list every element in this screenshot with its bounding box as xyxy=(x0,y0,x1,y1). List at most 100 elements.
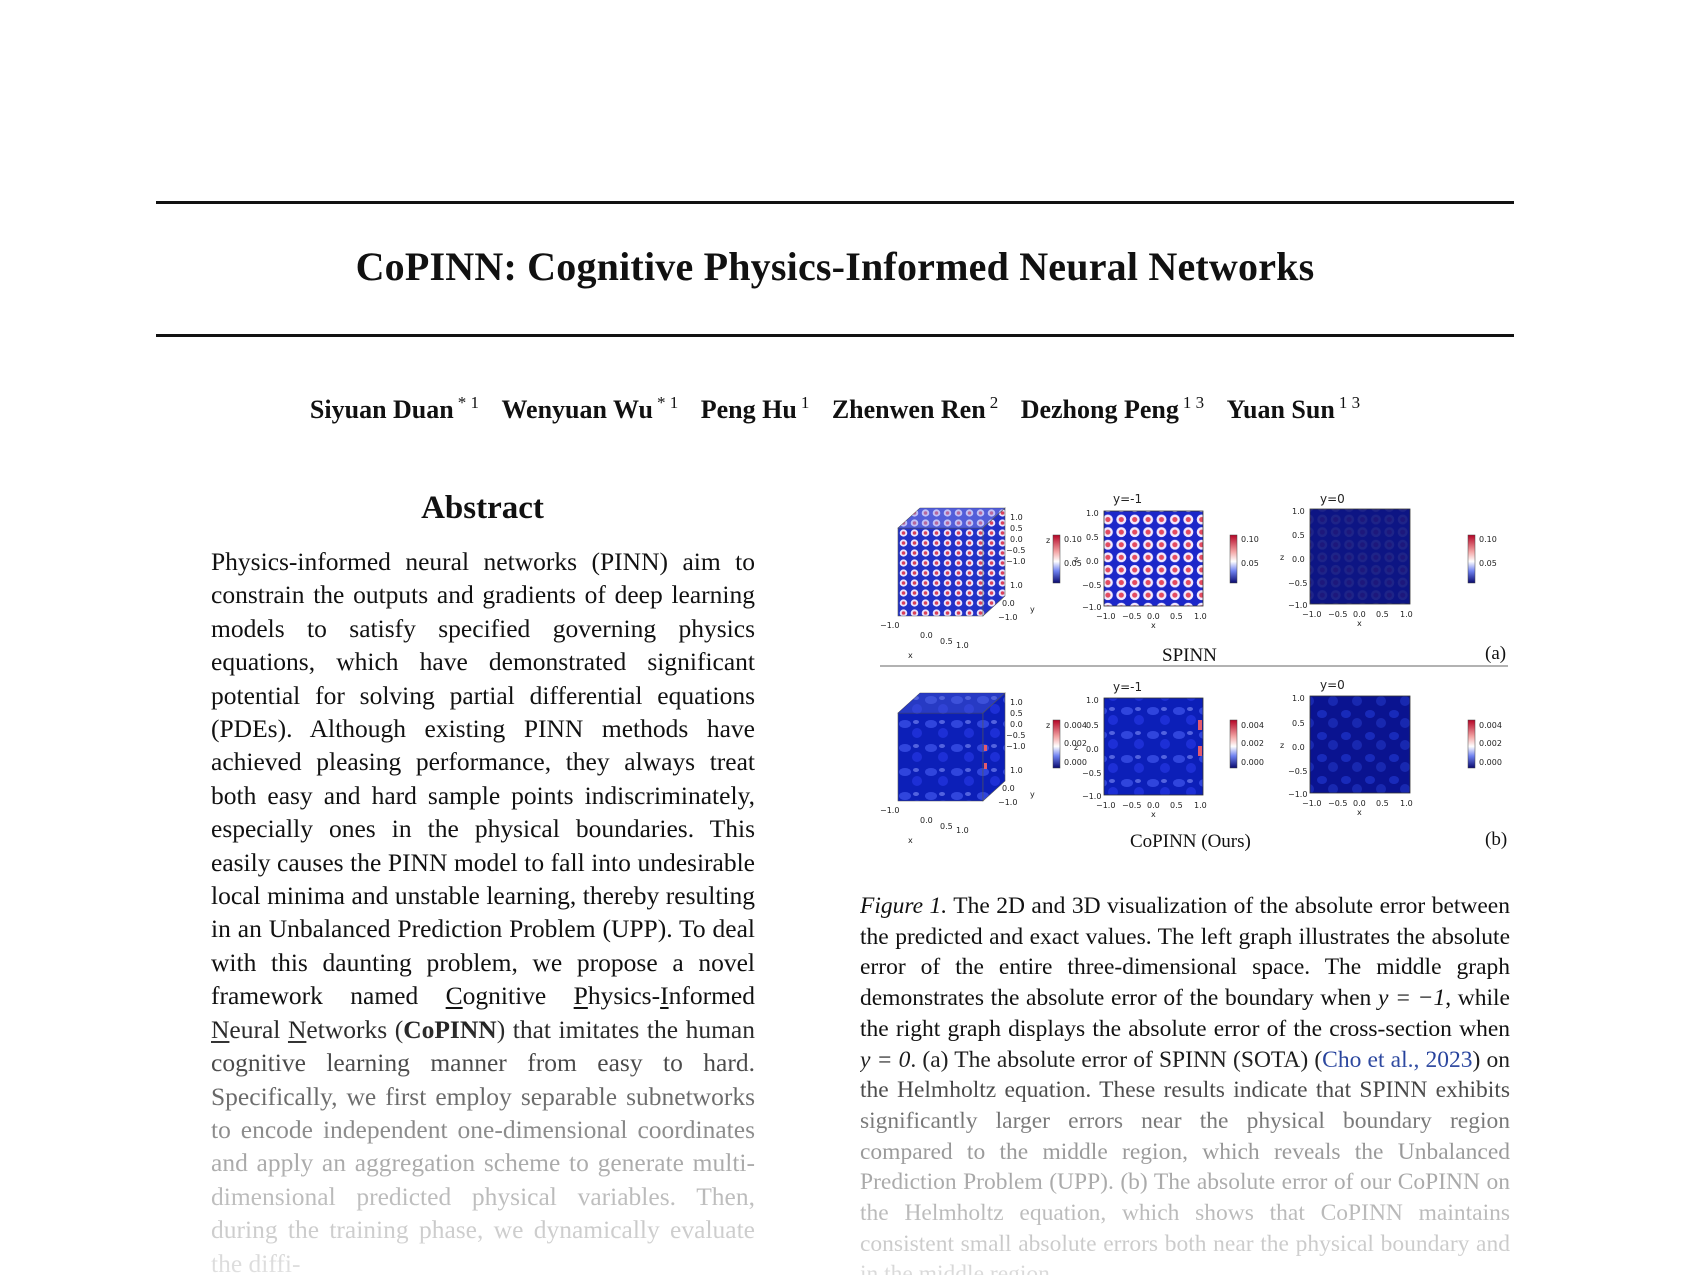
axis-tick-label: x xyxy=(1357,619,1362,628)
axis-tick-label: 0.5 xyxy=(940,637,953,646)
figure-1-graphic: 1.0 0.5 0.0 −0.5 −1.0 z −1.0 0.0 0.5 1.0… xyxy=(880,492,1508,845)
author: Wenyuan Wu* 1 xyxy=(501,394,678,424)
author-affiliation: * 1 xyxy=(457,393,479,412)
axis-tick-label: 0.0 xyxy=(1353,799,1366,808)
axis-tick-label: y xyxy=(1030,790,1035,799)
author: Siyuan Duan* 1 xyxy=(310,393,479,424)
axis-tick-label: 0.05 xyxy=(1479,559,1497,568)
author-name: Zhenwen Ren xyxy=(831,395,986,424)
axis-tick-label: 0.0 xyxy=(1292,555,1305,564)
author-name: Dezhong Peng xyxy=(1020,395,1179,424)
axis-tick-label: y=-1 xyxy=(1113,680,1142,694)
axis-tick-label: 0.0 xyxy=(1002,599,1015,608)
axis-tick-label: 1.0 xyxy=(1194,612,1207,621)
title-rule-top xyxy=(156,201,1514,204)
axis-tick-label: −1.0 xyxy=(880,621,899,630)
axis-tick-label: x xyxy=(1357,808,1362,817)
axis-tick-label: 0.10 xyxy=(1241,535,1259,544)
method-name: CoPINN xyxy=(403,1014,497,1044)
figure-1: 1.0 0.5 0.0 −0.5 −1.0 z −1.0 0.0 0.5 1.0… xyxy=(860,488,1510,860)
axis-tick-label: −1.0 xyxy=(1082,792,1101,801)
subfigure-label-a: (a) xyxy=(1485,643,1507,664)
axis-tick-label: 1.0 xyxy=(1194,801,1207,810)
axis-tick-label: −0.5 xyxy=(1328,799,1347,808)
axis-tick-label: 0.002 xyxy=(1064,739,1087,748)
axis-tick-label: 1.0 xyxy=(1010,513,1023,522)
axis-tick-label: 0.004 xyxy=(1479,721,1502,730)
axis-tick-label: y=-1 xyxy=(1113,492,1142,506)
axis-tick-label: 1.0 xyxy=(956,826,969,835)
axis-tick-label: y=0 xyxy=(1320,492,1345,506)
citation-link[interactable]: Cho et al., 2023 xyxy=(1322,1046,1473,1073)
axis-tick-label: 0.004 xyxy=(1064,721,1087,730)
author-affiliation: 1 3 xyxy=(1338,393,1361,412)
cube-plot-a: 1.0 0.5 0.0 −0.5 −1.0 z −1.0 0.0 0.5 1.0… xyxy=(880,507,1050,660)
axis-tick-label: −0.5 xyxy=(1082,769,1101,778)
axis-tick-label: −0.5 xyxy=(1006,546,1025,555)
axis-tick-label: 0.000 xyxy=(1241,758,1264,767)
axis-tick-label: −0.5 xyxy=(1288,767,1307,776)
axis-tick-label: z xyxy=(1280,741,1284,750)
axis-tick-label: 1.0 xyxy=(1010,581,1023,590)
axis-tick-label: 0.0 xyxy=(1010,535,1023,544)
axis-tick-label: −1.0 xyxy=(998,613,1017,622)
subfigure-label-b: (b) xyxy=(1485,829,1508,850)
axis-tick-label: 0.0 xyxy=(1086,557,1099,566)
axis-tick-label: 1.0 xyxy=(1400,610,1413,619)
axis-tick-label: −0.5 xyxy=(1082,581,1101,590)
abstract-heading: Abstract xyxy=(421,490,544,526)
axis-tick-label: 0.05 xyxy=(1064,559,1082,568)
axis-tick-label: 0.000 xyxy=(1479,758,1502,767)
axis-tick-label: −1.0 xyxy=(1302,799,1321,808)
axis-tick-label: 0.5 xyxy=(1292,719,1305,728)
axis-tick-label: 0.5 xyxy=(940,822,953,831)
axis-tick-label: 0.0 xyxy=(1010,720,1023,729)
axis-tick-label: 1.0 xyxy=(1086,696,1099,705)
axis-tick-label: −1.0 xyxy=(1288,601,1307,610)
axis-tick-label: −0.5 xyxy=(1328,610,1347,619)
axis-tick-label: −1.0 xyxy=(1302,610,1321,619)
axis-tick-label: x xyxy=(1151,621,1156,630)
axis-tick-label: z xyxy=(1046,536,1050,545)
axis-tick-label: 0.5 xyxy=(1010,524,1023,533)
axis-tick-label: 0.5 xyxy=(1376,799,1389,808)
figure-caption: Figure 1. The 2D and 3D visualization of… xyxy=(860,893,1510,1275)
axis-tick-label: 0.5 xyxy=(1292,531,1305,540)
axis-tick-label: y xyxy=(1030,605,1035,614)
axis-tick-label: z xyxy=(1280,553,1284,562)
equation: y = 0 xyxy=(860,1046,911,1073)
axis-tick-label: 1.0 xyxy=(1010,698,1023,707)
axis-tick-label: −1.0 xyxy=(1006,557,1025,566)
author-affiliation: 2 xyxy=(989,393,999,412)
axis-tick-label: x xyxy=(908,836,913,845)
axis-tick-label: 0.10 xyxy=(1064,535,1082,544)
axis-tick-label: 0.000 xyxy=(1064,758,1087,767)
axis-tick-label: 0.5 xyxy=(1010,709,1023,718)
axis-tick-label: −1.0 xyxy=(1006,742,1025,751)
axis-tick-label: 1.0 xyxy=(1010,766,1023,775)
author-name: Peng Hu xyxy=(700,395,797,424)
axis-tick-label: 1.0 xyxy=(1292,507,1305,516)
axis-tick-label: 0.0 xyxy=(1147,801,1160,810)
axis-tick-label: 1.0 xyxy=(1086,509,1099,518)
axis-tick-label: −1.0 xyxy=(1288,790,1307,799)
axis-tick-label: 0.0 xyxy=(1002,784,1015,793)
author-name: Yuan Sun xyxy=(1226,395,1335,424)
axis-tick-label: −1.0 xyxy=(998,798,1017,807)
axis-tick-label: 0.0 xyxy=(920,816,933,825)
title-rule-bottom xyxy=(156,334,1514,337)
author-affiliation: 1 xyxy=(800,393,810,412)
axis-tick-label: 1.0 xyxy=(956,641,969,650)
axis-tick-label: 0.004 xyxy=(1241,721,1264,730)
axis-tick-label: −1.0 xyxy=(880,806,899,815)
author-affiliation: 1 3 xyxy=(1182,393,1205,412)
axis-tick-label: 1.0 xyxy=(1292,694,1305,703)
axis-tick-label: −1.0 xyxy=(1096,801,1115,810)
equation: y = −1 xyxy=(1377,985,1446,1012)
axis-tick-label: 0.5 xyxy=(1170,801,1183,810)
